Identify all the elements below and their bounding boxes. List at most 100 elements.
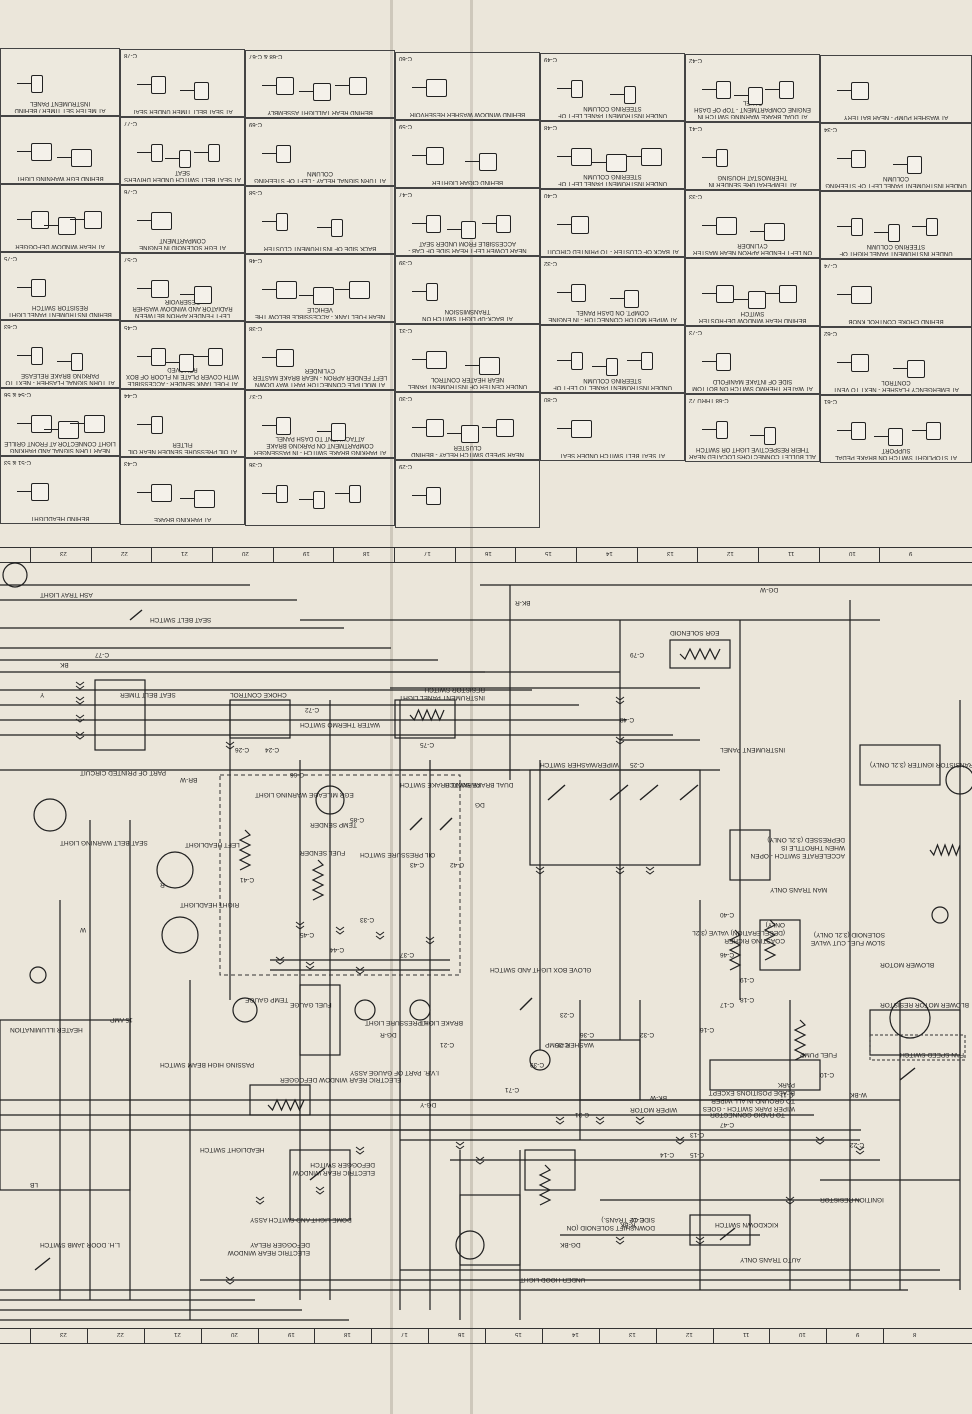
heater-illumination-label: HEATER ILLUMINATION xyxy=(10,1026,83,1033)
connector-symbol xyxy=(571,215,589,234)
connector-code-label: C-42 xyxy=(450,861,465,868)
instrument-panel-light-resistor-switch-label: INSTRUMENT PANEL LIGHT RESISTOR SWITCH xyxy=(399,686,485,701)
instrument-panel-label: INSTRUMENT PANEL xyxy=(720,746,786,753)
connector-wire xyxy=(749,435,764,436)
connector-symbol xyxy=(31,347,43,365)
lamp-symbol xyxy=(529,1049,551,1071)
connector-code-label: C-45 xyxy=(300,931,315,938)
seat-belt-warning-light-label: SEAT BELT WARNING LIGHT xyxy=(60,839,148,846)
connector-symbol xyxy=(623,289,639,308)
connector-symbol xyxy=(907,156,922,175)
lamp-symbol xyxy=(945,765,972,795)
grid-ruler-tick xyxy=(371,1329,373,1343)
connector-wire xyxy=(557,155,571,157)
connector-wire xyxy=(57,157,71,158)
connector-code-label: C-16 xyxy=(700,1026,715,1033)
grid-ruler-tick xyxy=(428,1329,430,1343)
to-radio-connector-label: TO RADIO CONNECTOR xyxy=(710,1111,785,1118)
connector-wire xyxy=(412,222,426,224)
seat-belt-timer-label: SEAT BELT TIMER xyxy=(120,691,176,698)
connector-symbol xyxy=(747,87,763,105)
connector-wire xyxy=(262,221,276,223)
component-box xyxy=(394,699,456,739)
connector-wire xyxy=(702,157,716,158)
wiper-motor-label: WIPER MOTOR xyxy=(630,1106,678,1113)
seat-belt-switch-label: SEAT BELT SWITCH xyxy=(150,616,212,623)
connector-wire xyxy=(193,152,208,154)
connector-symbol xyxy=(426,486,441,505)
connector-wire xyxy=(262,357,276,359)
lamp-symbol xyxy=(931,906,949,924)
connector-symbol xyxy=(84,211,103,229)
connector-code-label: C-43 xyxy=(410,861,425,868)
connector-code-label: C-46 xyxy=(720,951,735,958)
connector-location-cell: UNDER INSTRUMENT PANEL TO LEFT OF STEERI… xyxy=(540,324,685,393)
connector-code-label: C-85 xyxy=(350,816,365,823)
connector-location-cell: UNDER INSTRUMENT PANEL LEFT OF STEERING … xyxy=(540,52,685,121)
connector-symbol xyxy=(641,147,662,166)
glove-box-light-label: GLOVE BOX LIGHT AND SWITCH xyxy=(490,966,592,973)
grid-ruler-number: 17 xyxy=(401,1331,408,1337)
connector-symbol xyxy=(151,348,166,367)
grid-ruler-number: 20 xyxy=(230,1331,238,1337)
ash-tray-light-label: ASH TRAY LIGHT xyxy=(40,591,93,598)
connector-symbol xyxy=(716,285,734,303)
blower-motor-resistor-label: BLOWER MOTOR RESISTOR xyxy=(880,1001,969,1008)
component-box xyxy=(459,1194,521,1266)
connector-wire xyxy=(335,289,350,291)
component-box xyxy=(729,829,771,881)
lamp-symbol xyxy=(2,562,28,588)
connector-symbol xyxy=(763,223,785,241)
connector-chevron xyxy=(355,1146,365,1155)
connector-wire xyxy=(137,424,151,426)
connector-wire xyxy=(57,361,71,362)
lamp-symbol xyxy=(33,798,67,832)
connector-location-cell: UNDER CENTER OF INSTRUMENT PANEL NEAR HE… xyxy=(395,323,540,392)
connector-wire xyxy=(733,95,748,96)
connector-symbol xyxy=(426,78,447,97)
connector-chevron xyxy=(785,1196,795,1205)
switch-contact xyxy=(309,1167,326,1181)
connector-code-label: C-77 xyxy=(95,651,110,658)
resistor-symbol xyxy=(409,708,445,722)
connector-wire xyxy=(911,226,926,228)
connector-symbol xyxy=(276,213,288,232)
connector-symbol xyxy=(851,286,872,305)
connector-symbol xyxy=(426,282,438,301)
grid-ruler-tick xyxy=(655,1329,657,1343)
grid-ruler-number: 13 xyxy=(628,1331,636,1337)
wire-color-label: BR-W xyxy=(180,776,198,783)
connector-chevron xyxy=(855,1146,865,1155)
connector-code-label: C-22 xyxy=(850,1141,865,1148)
connector-location-cell: BEHIND REAR WINDOW DEFROSTER SWITCH xyxy=(685,258,820,326)
component-box xyxy=(689,1214,751,1246)
connector-wire xyxy=(482,426,496,428)
connector-symbol xyxy=(478,152,497,171)
connector-chevron xyxy=(455,1141,465,1150)
accelerate-switch-label: ACCELERATE SWITCH - OPEN WHEN THROTTLE I… xyxy=(750,836,845,859)
connector-symbol xyxy=(179,354,195,373)
connector-symbol xyxy=(851,82,869,101)
connector-wire xyxy=(464,160,479,162)
connector-wire xyxy=(702,293,716,294)
component-box xyxy=(289,1149,351,1221)
connector-chevron xyxy=(275,956,285,965)
connector-symbol xyxy=(71,353,83,371)
resistor-symbol xyxy=(793,1019,807,1061)
connector-symbol xyxy=(151,76,166,95)
connector-code-label: C-11 xyxy=(780,1091,794,1098)
dual-brake-switch-label: DUAL BRAKE SWITCH xyxy=(445,781,514,788)
connector-symbol xyxy=(888,224,901,243)
connector-wire xyxy=(702,89,716,90)
switch-contact xyxy=(609,784,629,801)
blower-motor-label: BLOWER MOTOR xyxy=(880,961,935,968)
grid-ruler-tick xyxy=(576,548,577,562)
grid-ruler-number: 16 xyxy=(458,1331,465,1337)
connector-symbol xyxy=(426,146,444,165)
connector-wire xyxy=(262,153,276,155)
connector-wire xyxy=(837,90,851,92)
connector-wire xyxy=(412,86,426,88)
